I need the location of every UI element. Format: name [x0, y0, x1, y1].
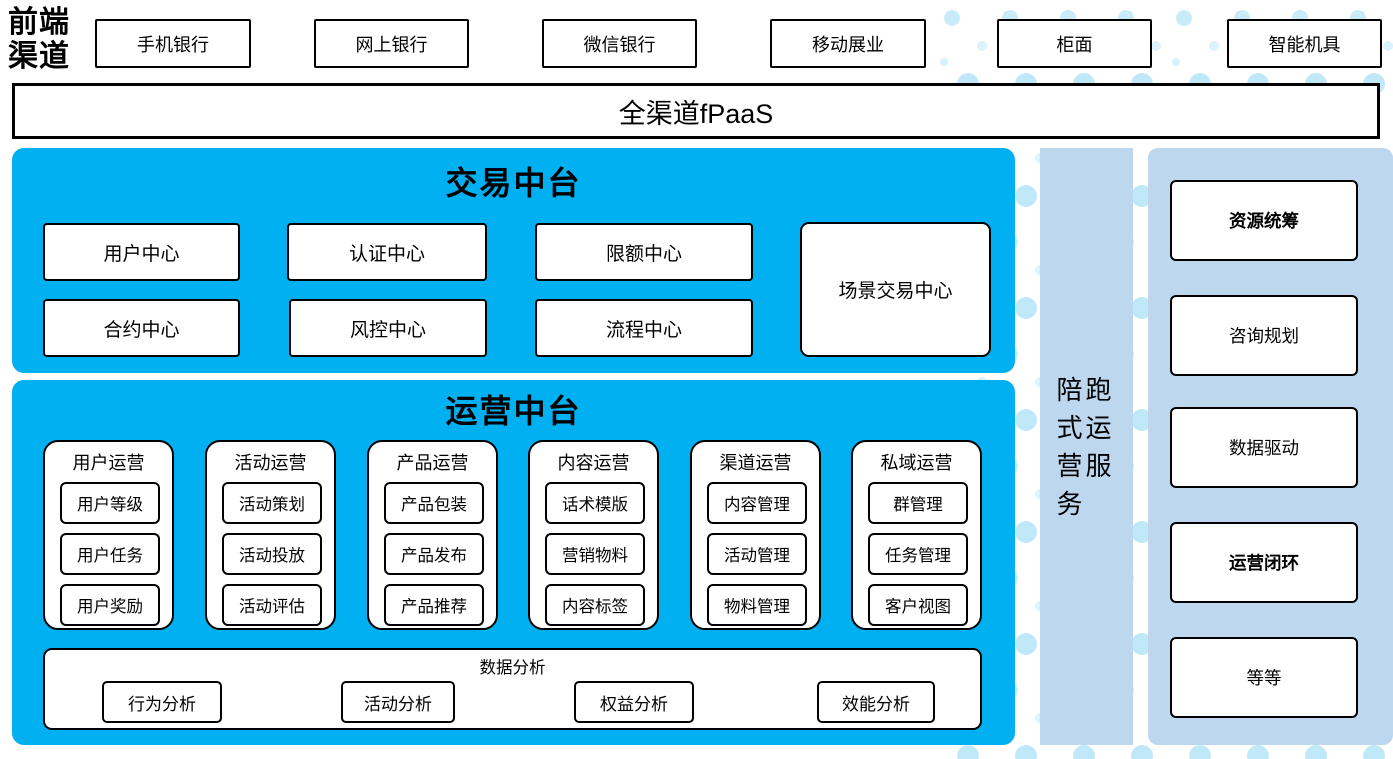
- op-item-user-level: 用户等级: [60, 482, 160, 524]
- op-item-marketing-material: 营销物料: [545, 533, 645, 575]
- limit-center-box: 限额中心: [535, 223, 753, 281]
- op-item-user-reward: 用户奖励: [60, 584, 160, 626]
- op-item-activity-planning: 活动策划: [222, 482, 322, 524]
- contract-center-box: 合约中心: [43, 299, 240, 357]
- auth-center-box: 认证中心: [287, 223, 487, 281]
- op-col-product: 产品运营 产品包装 产品发布 产品推荐: [367, 440, 498, 630]
- analysis-behavior-box: 行为分析: [102, 681, 222, 723]
- channel-box-online-banking: 网上银行: [314, 19, 469, 68]
- op-col-activity-header: 活动运营: [234, 453, 307, 473]
- operation-platform-title: 运营中台: [445, 393, 582, 429]
- advisory-etc-box: 等等: [1170, 637, 1358, 718]
- op-item-product-packaging: 产品包装: [384, 482, 484, 524]
- analysis-efficiency-box: 效能分析: [817, 681, 935, 723]
- data-analysis-title: 数据分析: [479, 659, 546, 677]
- op-col-activity: 活动运营 活动策划 活动投放 活动评估: [205, 440, 336, 630]
- process-center-box: 流程中心: [535, 299, 753, 357]
- front-channels-label: 前端 渠道: [8, 6, 70, 73]
- op-item-user-task: 用户任务: [60, 533, 160, 575]
- op-item-script-template: 话术模版: [545, 482, 645, 524]
- channel-box-wechat-banking: 微信银行: [542, 19, 697, 68]
- advisory-resource-box: 资源统筹: [1170, 180, 1358, 261]
- op-col-private-domain: 私域运营 群管理 任务管理 客户视图: [851, 440, 982, 630]
- risk-center-box: 风控中心: [289, 299, 487, 357]
- op-col-product-header: 产品运营: [396, 453, 469, 473]
- companion-service-strip: 陪跑式运营服务: [1040, 148, 1133, 745]
- operation-platform-section: 运营中台 用户运营 用户等级 用户任务 用户奖励 活动运营 活动策划 活动投放 …: [12, 380, 1015, 745]
- analysis-rights-box: 权益分析: [574, 681, 694, 723]
- advisory-data-driven-box: 数据驱动: [1170, 407, 1358, 488]
- op-col-private-domain-header: 私域运营: [880, 453, 953, 473]
- analysis-activity-box: 活动分析: [341, 681, 455, 723]
- op-col-content: 内容运营 话术模版 营销物料 内容标签: [528, 440, 659, 630]
- data-analysis-panel: 数据分析 行为分析 活动分析 权益分析 效能分析: [43, 648, 982, 730]
- companion-service-label: 陪跑式运营服务: [1056, 374, 1115, 519]
- op-col-content-header: 内容运营: [557, 453, 630, 473]
- op-item-activity-delivery: 活动投放: [222, 533, 322, 575]
- transaction-platform-title: 交易中台: [445, 165, 582, 201]
- advisory-column: 资源统筹 咨询规划 数据驱动 运营闭环 等等: [1148, 148, 1393, 745]
- op-item-task-mgmt: 任务管理: [868, 533, 968, 575]
- op-col-channel-header: 渠道运营: [719, 453, 792, 473]
- scenario-transaction-center-box: 场景交易中心: [800, 222, 991, 357]
- fpaas-bar: 全渠道fPaaS: [12, 83, 1380, 139]
- op-item-product-recommend: 产品推荐: [384, 584, 484, 626]
- advisory-closed-loop-box: 运营闭环: [1170, 522, 1358, 603]
- op-item-activity-evaluation: 活动评估: [222, 584, 322, 626]
- channel-box-smart-machine: 智能机具: [1227, 19, 1382, 68]
- channel-box-mobile-marketing: 移动展业: [770, 19, 926, 68]
- op-item-group-mgmt: 群管理: [868, 482, 968, 524]
- transaction-platform-section: 交易中台 用户中心 认证中心 限额中心 合约中心 风控中心 流程中心 场景交易中…: [12, 148, 1015, 373]
- op-col-user: 用户运营 用户等级 用户任务 用户奖励: [43, 440, 174, 630]
- channel-box-counter: 柜面: [997, 19, 1152, 68]
- op-item-content-mgmt: 内容管理: [707, 482, 807, 524]
- advisory-consulting-box: 咨询规划: [1170, 295, 1358, 376]
- op-col-channel: 渠道运营 内容管理 活动管理 物料管理: [690, 440, 821, 630]
- channel-box-mobile-banking: 手机银行: [95, 19, 251, 68]
- op-col-user-header: 用户运营: [72, 453, 145, 473]
- user-center-box: 用户中心: [43, 223, 240, 281]
- op-item-activity-mgmt: 活动管理: [707, 533, 807, 575]
- op-item-customer-view: 客户视图: [868, 584, 968, 626]
- op-item-material-mgmt: 物料管理: [707, 584, 807, 626]
- op-item-product-release: 产品发布: [384, 533, 484, 575]
- op-item-content-tag: 内容标签: [545, 584, 645, 626]
